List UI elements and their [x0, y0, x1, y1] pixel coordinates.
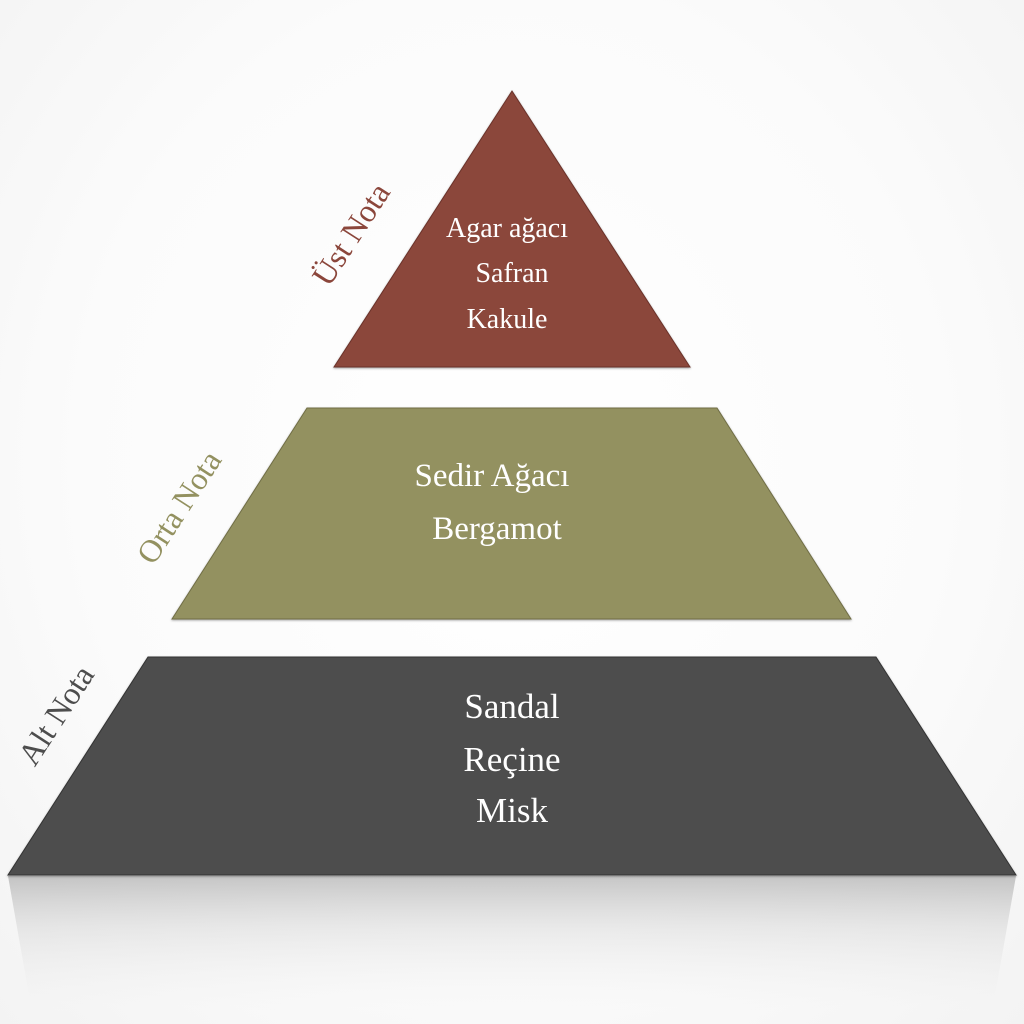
tier-bottom-item: Reçine: [463, 740, 560, 779]
base-reflection: [8, 876, 1016, 1024]
tier-bottom-item: Sandal: [464, 687, 560, 726]
tier-top-label: Üst Nota: [304, 176, 397, 292]
tier-middle-item: Sedir Ağacı: [415, 458, 570, 494]
tier-middle-item: Bergamot: [432, 511, 562, 547]
tier-top-item: Safran: [475, 258, 548, 289]
tier-top-item: Kakule: [467, 304, 548, 335]
tier-top-shape: [333, 90, 691, 368]
tier-top-item: Agar ağacı: [446, 213, 568, 244]
tier-bottom-item: Misk: [476, 791, 548, 830]
tier-bottom-shape: [7, 656, 1017, 876]
tier-middle-label: Orta Nota: [129, 444, 228, 570]
tier-middle-shape: [171, 407, 852, 620]
